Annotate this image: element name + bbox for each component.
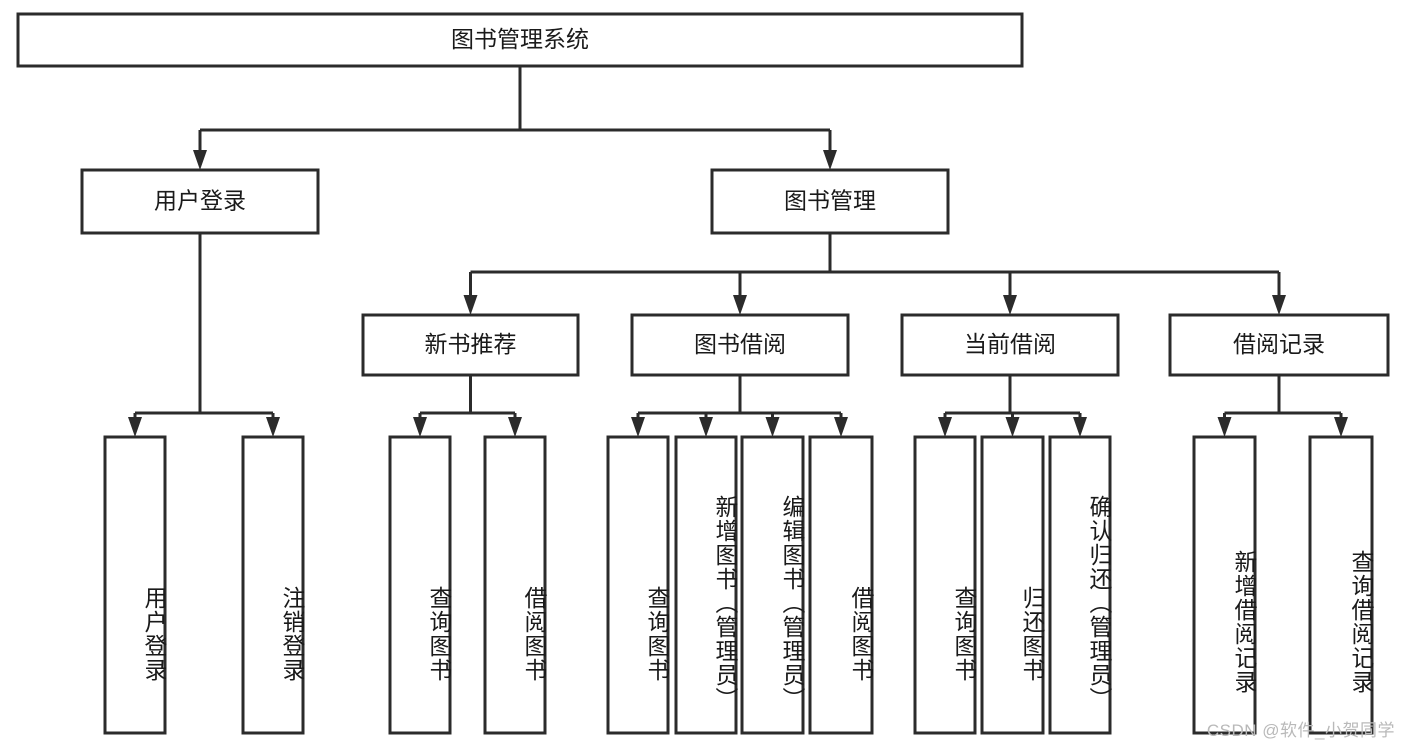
node-box-leaf-query-book-rec[interactable] bbox=[388, 435, 452, 735]
node-box-leaf-confirm-return[interactable] bbox=[1048, 435, 1112, 735]
node-box-leaf-logout[interactable] bbox=[241, 435, 305, 735]
connector-edges bbox=[128, 66, 1348, 437]
node-label-book-borrow: 图书借阅 bbox=[694, 331, 786, 357]
node-box-book-manage[interactable] bbox=[710, 168, 950, 235]
arrow-head-icon bbox=[1217, 417, 1232, 437]
arrow-head-icon bbox=[834, 417, 848, 437]
node-label-new-book-recommend: 新书推荐 bbox=[425, 331, 517, 357]
node-boxes bbox=[16, 12, 1390, 735]
node-box-leaf-query-record[interactable] bbox=[1308, 435, 1374, 735]
node-label-current-borrow: 当前借阅 bbox=[964, 331, 1056, 357]
node-box-leaf-add-record[interactable] bbox=[1192, 435, 1257, 735]
arrow-head-icon bbox=[733, 295, 747, 315]
arrow-head-icon bbox=[193, 150, 207, 170]
arrow-head-icon bbox=[508, 417, 522, 437]
node-label-borrow-record: 借阅记录 bbox=[1233, 331, 1325, 357]
node-box-root[interactable] bbox=[16, 12, 1024, 68]
node-box-borrow-record[interactable] bbox=[1168, 313, 1390, 377]
node-box-leaf-add-book[interactable] bbox=[674, 435, 738, 735]
node-label-user-login: 用户登录 bbox=[154, 188, 246, 214]
node-box-leaf-edit-book[interactable] bbox=[740, 435, 805, 735]
arrow-head-icon bbox=[463, 295, 478, 315]
arrow-head-icon bbox=[413, 417, 427, 437]
arrow-head-icon bbox=[1272, 295, 1286, 315]
node-box-leaf-query-book-cur[interactable] bbox=[913, 435, 977, 735]
node-box-book-borrow[interactable] bbox=[630, 313, 850, 377]
arrow-head-icon bbox=[631, 417, 645, 437]
node-box-current-borrow[interactable] bbox=[900, 313, 1120, 377]
arrow-head-icon bbox=[765, 417, 780, 437]
arrow-head-icon bbox=[1005, 417, 1020, 437]
node-box-leaf-return-book[interactable] bbox=[980, 435, 1045, 735]
node-box-leaf-query-book-borrow[interactable] bbox=[606, 435, 670, 735]
node-label-book-manage: 图书管理 bbox=[784, 188, 876, 214]
node-box-leaf-user-login[interactable] bbox=[103, 435, 167, 735]
arrow-head-icon bbox=[266, 417, 280, 437]
arrow-head-icon bbox=[1334, 417, 1348, 437]
node-box-user-login[interactable] bbox=[80, 168, 320, 235]
arrow-head-icon bbox=[938, 417, 952, 437]
node-box-new-book-recommend[interactable] bbox=[361, 313, 580, 377]
node-box-leaf-borrow-book[interactable] bbox=[808, 435, 874, 735]
arrow-head-icon bbox=[128, 417, 142, 437]
node-label-root: 图书管理系统 bbox=[451, 26, 589, 52]
node-box-leaf-borrow-book-rec[interactable] bbox=[483, 435, 547, 735]
arrow-head-icon bbox=[1003, 295, 1017, 315]
arrow-head-icon bbox=[1073, 417, 1087, 437]
arrow-head-icon bbox=[699, 417, 713, 437]
watermark-text: CSDN @软件_小贺同学 bbox=[1206, 721, 1395, 740]
arrow-head-icon bbox=[823, 150, 837, 170]
